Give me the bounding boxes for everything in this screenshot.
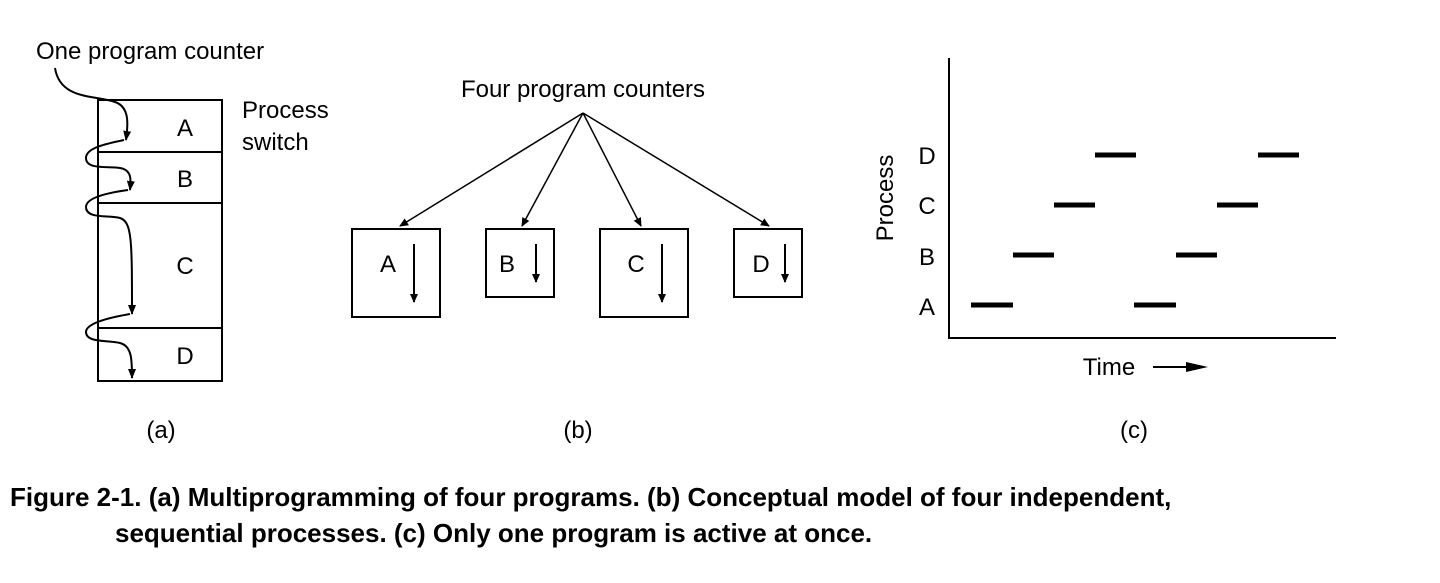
pointer-to-d (582, 112, 770, 227)
timeline-axes (948, 58, 1336, 339)
one-program-counter-label: One program counter (36, 38, 264, 65)
block-a-label: A (177, 115, 193, 142)
process-switch-label-line1: Process (242, 97, 329, 124)
time-axis-label: Time (1083, 354, 1135, 381)
process-axis-label: Process (872, 155, 899, 242)
process-progress-arrows (410, 244, 789, 303)
level-d-label: D (918, 143, 935, 170)
four-program-counters-label: Four program counters (461, 76, 705, 103)
figure-caption-line-1: Figure 2-1. (a) Multiprogramming of four… (10, 482, 1172, 512)
level-c-label: C (918, 193, 935, 220)
pointer-to-b (521, 112, 584, 227)
panel-b: Four program counters A B C D (b) (351, 76, 803, 444)
execution-bars (971, 152, 1299, 308)
block-c-label: C (176, 253, 193, 280)
process-box-a-label: A (380, 251, 396, 278)
memory-blocks (97, 99, 223, 382)
counter-pointers (399, 112, 770, 227)
memory-outline (97, 99, 223, 382)
counter-entry-arrow (54, 67, 132, 141)
block-d-label: D (176, 343, 193, 370)
process-boxes (351, 228, 803, 318)
block-b-label: B (177, 166, 193, 193)
level-b-label: B (919, 244, 935, 271)
panel-a: One program counter A B C D Process swit… (36, 38, 329, 444)
panel-b-sublabel: (b) (563, 417, 592, 444)
process-box-d-label: D (752, 251, 769, 278)
pointer-to-c (582, 112, 642, 227)
pointer-to-a (399, 112, 584, 227)
switch-arrow-to-b (84, 139, 135, 191)
process-box-b-label: B (499, 251, 515, 278)
level-a-label: A (919, 294, 935, 321)
switch-arrow-to-c (84, 189, 136, 315)
process-box-d (733, 228, 803, 298)
process-box-a (351, 228, 441, 318)
process-switch-label-line2: switch (242, 129, 309, 156)
execution-path (54, 67, 136, 379)
process-box-b (485, 228, 555, 298)
time-arrow-head (1186, 362, 1208, 372)
panel-a-sublabel: (a) (146, 417, 175, 444)
time-arrow (1153, 362, 1208, 372)
panel-c-sublabel: (c) (1120, 417, 1148, 444)
process-box-c (599, 228, 689, 318)
panel-c: Process A B C D Time (c) (872, 58, 1336, 444)
figure-caption-line-2: sequential processes. (c) Only one progr… (115, 518, 873, 548)
process-box-c-label: C (627, 251, 644, 278)
switch-arrow-to-d (84, 313, 136, 379)
